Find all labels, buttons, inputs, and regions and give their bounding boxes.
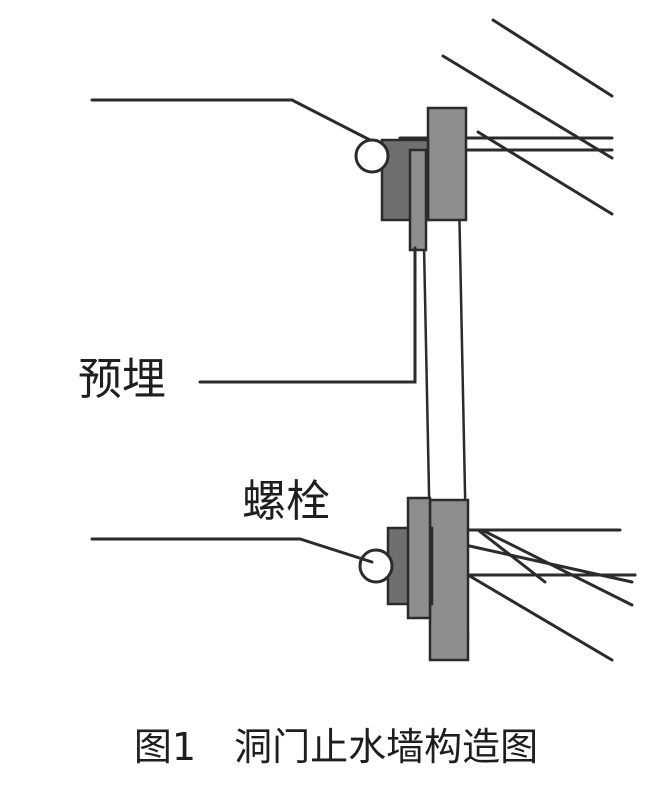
top-hatching: [441, 18, 614, 216]
bolt-label: 螺栓: [242, 476, 330, 527]
embedded-leader: [198, 246, 417, 384]
top-flange: [426, 106, 468, 222]
bottom-hatching: [463, 528, 634, 662]
bottom-nut: [358, 548, 394, 584]
top-bracket: [354, 106, 468, 252]
top-embedded-plate: [408, 148, 428, 252]
top-nut: [354, 138, 390, 174]
bolt-leader: [90, 537, 374, 564]
embedded-label: 预埋: [78, 354, 166, 405]
figure-caption: 图1 洞门止水墙构造图: [133, 725, 539, 769]
leader-lines: [90, 98, 417, 564]
bottom-bracket: [358, 496, 470, 662]
top-leader: [90, 98, 372, 142]
bottom-embedded-plate: [406, 496, 432, 620]
bottom-flange: [428, 498, 470, 662]
